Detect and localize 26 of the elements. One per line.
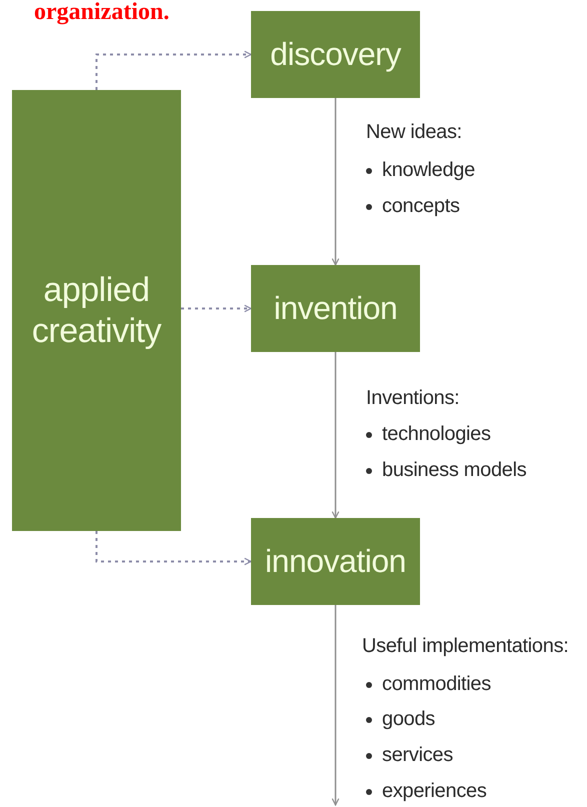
list-item: technologies <box>382 423 491 446</box>
list-heading: Useful implementations: <box>362 635 569 658</box>
process-box <box>251 265 420 352</box>
list-item: commodities <box>382 673 491 696</box>
process-box <box>12 90 181 531</box>
list-item: goods <box>382 708 435 731</box>
box-label: invention <box>274 289 398 328</box>
list-item: concepts <box>382 195 460 218</box>
list-item: services <box>382 744 453 767</box>
list-item: business models <box>382 459 526 482</box>
box-label: applied creativity <box>30 270 162 352</box>
dashed-arrow <box>96 531 252 566</box>
title: organization. <box>34 0 170 24</box>
arrow <box>332 98 340 266</box>
list-heading: New ideas: <box>366 121 462 144</box>
dashed-arrow <box>181 304 252 312</box>
box-label: discovery <box>270 35 401 74</box>
arrow <box>332 605 340 806</box>
box-label: innovation <box>265 542 406 581</box>
list-item: knowledge <box>382 159 475 182</box>
process-box <box>251 11 420 98</box>
arrow <box>332 352 340 519</box>
list-heading: Inventions: <box>366 387 460 410</box>
process-box <box>251 518 420 605</box>
dashed-arrow <box>96 50 252 90</box>
list-item: experiences <box>382 780 487 803</box>
